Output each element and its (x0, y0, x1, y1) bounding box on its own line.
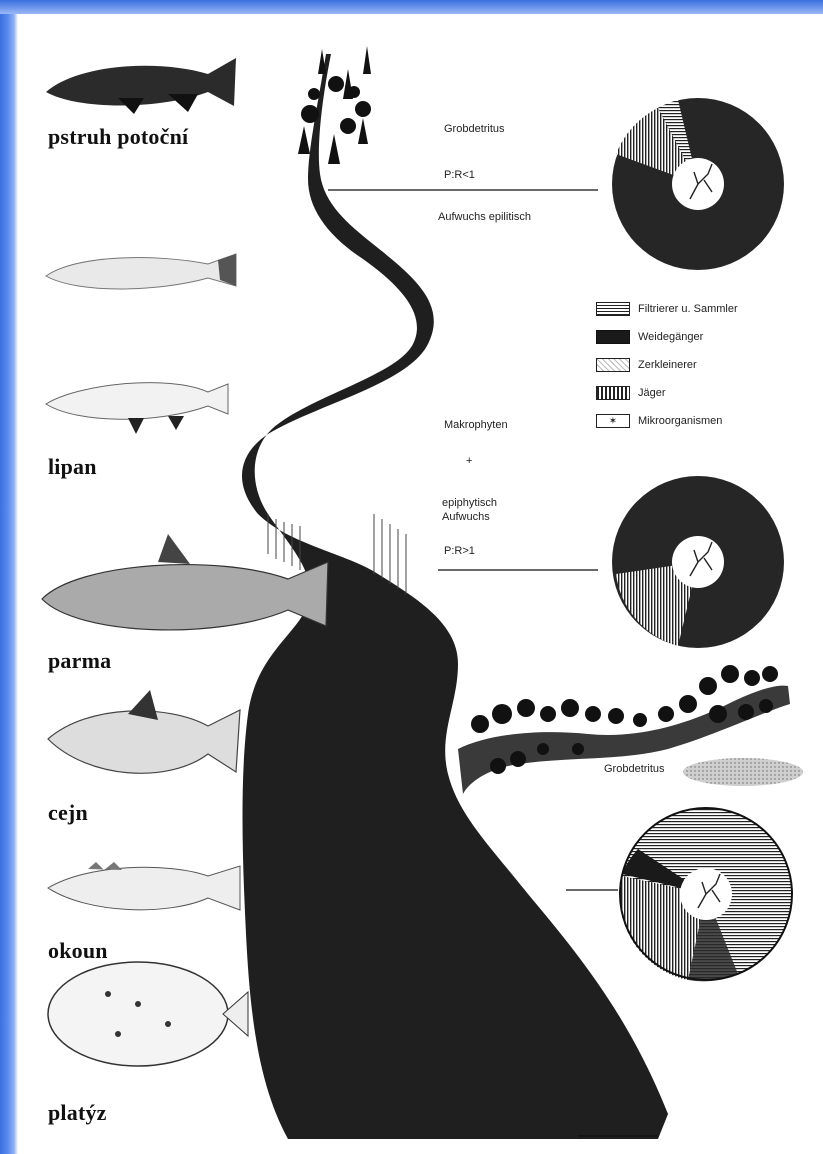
fish-cejn-icon (48, 690, 240, 773)
note-pr-less: P:R<1 (444, 168, 475, 182)
legend-label: Weidegänger (638, 331, 703, 343)
grobdetritus-patch (683, 758, 803, 786)
legend-label: Zerkleinerer (638, 359, 697, 371)
note-pr-greater: P:R>1 (444, 544, 475, 558)
note-plus: + (466, 454, 472, 468)
fish-label-parma: parma (48, 648, 111, 674)
note-grobdetritus-top: Grobdetritus (444, 122, 505, 136)
fish-unnamed-icon (46, 254, 236, 289)
legend-item-filtrierer: Filtrierer u. Sammler (596, 302, 738, 316)
top-frame-bar (0, 0, 823, 14)
weidegaenger-swatch (596, 330, 630, 344)
legend-item-jaeger: Jäger (596, 386, 666, 400)
note-aufwuchs-2: Aufwuchs (442, 510, 490, 524)
legend-item-zerkleinerer: Zerkleinerer (596, 358, 697, 372)
legend-label: Jäger (638, 387, 666, 399)
headwater-trees (298, 46, 371, 164)
community-circle-middle (612, 476, 784, 648)
filtrierer-swatch (596, 302, 630, 316)
community-circle-upper (612, 98, 784, 270)
fish-platyz-icon (48, 962, 248, 1066)
note-epiphytisch: epiphytisch (442, 496, 497, 510)
fish-label-pstruh: pstruh potoční (48, 124, 188, 150)
note-grobdetritus-side: Grobdetritus (604, 762, 665, 776)
legend-label: Mikroorganismen (638, 415, 722, 427)
legend-label: Filtrierer u. Sammler (638, 303, 738, 315)
fish-lipan-icon (46, 383, 228, 434)
fish-okoun-icon (48, 862, 240, 910)
community-circle-lower (620, 808, 792, 981)
fish-pstruh-icon (46, 58, 236, 114)
fish-label-lipan: lipan (48, 454, 97, 480)
jaeger-swatch (596, 386, 630, 400)
note-makrophyten: Makrophyten (444, 418, 508, 432)
zerkleinerer-swatch (596, 358, 630, 372)
fish-label-okoun: okoun (48, 938, 108, 964)
fish-label-platyz: platýz (48, 1100, 107, 1126)
fish-parma-icon (42, 534, 328, 630)
note-aufwuchs: Aufwuchs epilitisch (438, 210, 531, 224)
river-diagram-svg (18, 14, 823, 1154)
diagram-page: pstruh potoční lipan parma cejn okoun pl… (18, 14, 823, 1154)
fish-label-cejn: cejn (48, 800, 88, 826)
legend-item-mikroorganismen: ✶ Mikroorganismen (596, 414, 722, 428)
mikroorganismen-swatch: ✶ (596, 414, 630, 428)
legend-item-weidegaenger: Weidegänger (596, 330, 703, 344)
